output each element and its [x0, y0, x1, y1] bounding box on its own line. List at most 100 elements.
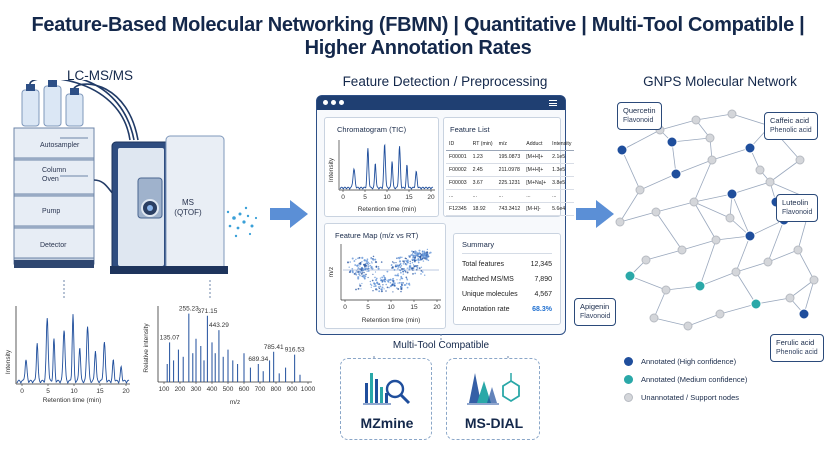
feature-dot — [384, 280, 386, 283]
feature-dot — [362, 263, 365, 266]
table-cell: 18.92 — [469, 202, 496, 216]
feature-dot — [369, 283, 372, 285]
feature-dot — [397, 273, 399, 275]
summary-label: Annotation rate — [462, 306, 510, 313]
feature-dot — [386, 279, 388, 281]
network-edge — [653, 289, 667, 319]
table-cell: 3.8e5 — [549, 176, 575, 190]
feature-dot — [366, 258, 369, 261]
table-header-cell[interactable]: ID — [446, 138, 470, 151]
window-dot-icon — [339, 100, 344, 105]
feature-dot — [355, 258, 357, 261]
node-class: Phenolic acid — [770, 127, 812, 135]
feature-dot — [397, 274, 400, 277]
feature-dot — [391, 261, 394, 263]
table-header-cell[interactable]: RT (min) — [469, 138, 496, 151]
network-edge — [715, 235, 751, 241]
feature-dot — [395, 274, 398, 277]
feature-dot — [401, 256, 403, 258]
feature-dot — [371, 267, 374, 270]
feature-dot — [412, 251, 415, 253]
network-edge — [629, 275, 667, 291]
feature-dot — [392, 267, 394, 269]
feature-dot — [411, 258, 414, 261]
feature-dot — [354, 264, 357, 266]
feature-dot — [405, 276, 408, 279]
network-edge — [767, 249, 799, 263]
network-edge — [731, 113, 771, 127]
feature-dot — [406, 271, 409, 274]
feature-dot — [363, 277, 366, 280]
feature-dot — [361, 271, 363, 273]
feature-dot — [357, 257, 359, 260]
network-edge — [675, 159, 713, 175]
feature-dot — [359, 284, 362, 287]
feature-dot — [417, 256, 419, 258]
feature-dot — [423, 250, 426, 253]
node-class: Flavonoid — [580, 313, 611, 321]
table-cell: F00003 — [446, 176, 470, 190]
network-node — [725, 213, 735, 223]
feature-dot — [403, 267, 405, 270]
feature-dot — [357, 270, 360, 274]
feature-dot — [429, 251, 432, 254]
peak-label: 916.53 — [285, 347, 305, 354]
ms-spectrum: Relative intensity 255.23371.15135.07443… — [143, 306, 316, 406]
node-class: Phenolic acid — [776, 349, 818, 357]
table-row[interactable]: ............... — [446, 189, 575, 203]
network-node — [705, 133, 715, 143]
table-header-cell[interactable]: Adduct — [523, 138, 550, 151]
feature-dot — [392, 291, 394, 293]
tool-card-msdial[interactable]: MS-DIAL — [446, 358, 540, 440]
node-name: Quercetin — [623, 106, 656, 115]
feature-map-xlabel: Retention time (min) — [362, 317, 421, 324]
legend-item-high: Annotated (High confidence) — [624, 352, 747, 370]
menu-icon[interactable] — [549, 100, 557, 106]
feature-dot — [397, 256, 400, 259]
feature-dot — [404, 260, 406, 262]
feature-dot — [382, 278, 386, 281]
mzmine-logo-icon — [363, 373, 411, 405]
summary-label: Total features — [462, 261, 505, 268]
feature-dot — [402, 271, 404, 273]
feature-dot — [400, 283, 403, 286]
network-edge — [797, 249, 815, 281]
tool-name-msdial: MS-DIAL — [464, 415, 524, 431]
feature-dot — [389, 278, 392, 281]
table-header-cell[interactable]: m/z — [495, 138, 524, 151]
panel-title-chromatogram: Chromatogram (TIC) — [337, 125, 407, 134]
feature-dot — [370, 286, 372, 288]
chromatogram-tic-xlabel: Retention time (min) — [358, 206, 417, 213]
feature-dot — [392, 277, 395, 280]
network-node — [641, 255, 651, 265]
table-header-cell[interactable]: Intensity — [549, 138, 575, 151]
summary-label: Matched MS/MS — [462, 276, 514, 283]
feature-dot — [396, 279, 398, 281]
network-edge — [719, 303, 757, 315]
feature-dot — [411, 253, 413, 256]
feature-dot — [417, 261, 420, 264]
tool-card-mzmine[interactable]: MZmine — [340, 358, 432, 440]
feature-dot — [378, 287, 381, 290]
feature-dot — [367, 270, 370, 272]
feature-dot — [376, 289, 378, 291]
feature-dot — [406, 286, 409, 289]
x-tick-label: 15 — [405, 194, 413, 201]
feature-dot — [399, 266, 402, 269]
panel-title-summary: Summary — [462, 240, 495, 249]
feature-dot — [408, 255, 410, 257]
x-tick-label: 200 — [175, 386, 186, 393]
feature-dot — [373, 282, 376, 286]
feature-dot — [408, 282, 411, 285]
network-node — [689, 197, 699, 207]
network-edge — [639, 173, 677, 191]
feature-dot — [375, 265, 378, 268]
feature-dot — [372, 258, 375, 261]
